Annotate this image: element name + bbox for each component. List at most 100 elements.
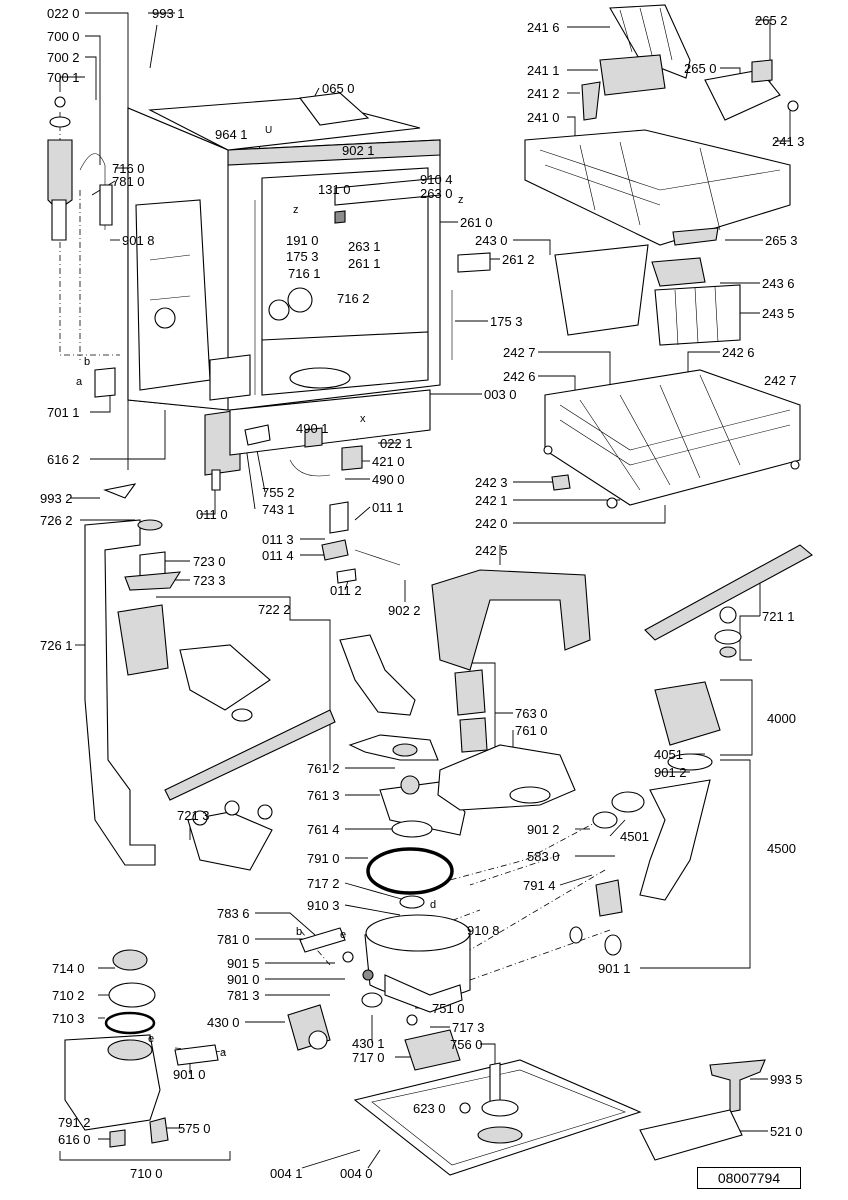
label-761-4: 761 4 <box>307 822 340 837</box>
label-241-1: 241 1 <box>527 63 560 78</box>
label-700-2: 700 2 <box>47 50 80 65</box>
letter-z-2: z <box>458 194 464 206</box>
letter-z: z <box>293 204 299 216</box>
lower-rack <box>543 369 801 509</box>
label-901-1: 901 1 <box>598 961 631 976</box>
inlet-valve-parts <box>47 96 116 398</box>
upper-rack-parts <box>524 4 799 346</box>
label-241-0: 241 0 <box>527 110 560 125</box>
label-723-0: 723 0 <box>193 554 226 569</box>
letter-b: b <box>84 356 90 368</box>
label-004-1: 004 1 <box>270 1166 303 1181</box>
label-901-8: 901 8 <box>122 233 155 248</box>
label-241-6: 241 6 <box>527 20 560 35</box>
letter-e-2: e <box>148 1033 154 1045</box>
label-261-2: 261 2 <box>502 252 535 267</box>
label-242-6b: 242 6 <box>503 369 536 384</box>
letter-u: U <box>265 125 272 136</box>
label-175-3b: 175 3 <box>490 314 523 329</box>
label-4051: 4051 <box>654 747 683 762</box>
drawing-number: 08007794 <box>697 1167 801 1189</box>
label-265-3: 265 3 <box>765 233 798 248</box>
conduit-pipes <box>339 634 576 838</box>
spray-tube <box>84 519 182 866</box>
label-421-0: 421 0 <box>372 454 405 469</box>
label-721-1: 721 1 <box>762 609 795 624</box>
label-910-3: 910 3 <box>307 898 340 913</box>
label-022-0: 022 0 <box>47 6 80 21</box>
label-430-0: 430 0 <box>207 1015 240 1030</box>
letter-x: x <box>360 413 366 425</box>
label-901-2a: 901 2 <box>654 765 687 780</box>
label-4000: 4000 <box>767 711 796 726</box>
label-902-2: 902 2 <box>388 603 421 618</box>
letter-d: d <box>430 899 436 911</box>
label-616-0: 616 0 <box>58 1132 91 1147</box>
letter-a-2: a <box>220 1047 227 1059</box>
label-241-3: 241 3 <box>772 134 805 149</box>
label-726-2: 726 2 <box>40 513 73 528</box>
label-902-1: 902 1 <box>342 143 375 158</box>
part-labels: 022 0 700 0 700 2 700 1 993 1 065 0 964 … <box>40 6 805 1181</box>
label-242-5: 242 5 <box>475 543 508 558</box>
spray-arms <box>164 544 813 871</box>
label-131-0: 131 0 <box>318 182 351 197</box>
label-993-5: 993 5 <box>770 1072 803 1087</box>
label-781-0b: 781 0 <box>217 932 250 947</box>
label-783-6: 783 6 <box>217 906 250 921</box>
label-242-6a: 242 6 <box>722 345 755 360</box>
label-726-1: 726 1 <box>40 638 73 653</box>
label-716-0: 716 0 <box>112 161 145 176</box>
label-700-0: 700 0 <box>47 29 80 44</box>
label-717-0: 717 0 <box>352 1050 385 1065</box>
label-901-5: 901 5 <box>227 956 260 971</box>
label-191-0: 191 0 <box>286 233 319 248</box>
label-717-3: 717 3 <box>452 1020 485 1035</box>
label-490-0: 490 0 <box>372 472 405 487</box>
label-791-0: 791 0 <box>307 851 340 866</box>
label-761-0: 761 0 <box>515 723 548 738</box>
label-242-0: 242 0 <box>475 516 508 531</box>
label-4501: 4501 <box>620 829 649 844</box>
label-751-0: 751 0 <box>432 1001 465 1016</box>
label-993-1: 993 1 <box>152 6 185 21</box>
label-241-2: 241 2 <box>527 86 560 101</box>
label-265-2: 265 2 <box>755 13 788 28</box>
label-430-1: 430 1 <box>352 1036 385 1051</box>
label-901-2b: 901 2 <box>527 822 560 837</box>
label-701-1: 701 1 <box>47 405 80 420</box>
letter-a: a <box>76 376 83 388</box>
label-521-0: 521 0 <box>770 1124 803 1139</box>
label-583-0: 583 0 <box>527 849 560 864</box>
label-901-0a: 901 0 <box>227 972 260 987</box>
label-716-1: 716 1 <box>288 266 321 281</box>
label-710-0: 710 0 <box>130 1166 163 1181</box>
label-716-2: 716 2 <box>337 291 370 306</box>
drain-parts <box>569 681 721 956</box>
label-022-1: 022 1 <box>380 436 413 451</box>
label-910-8: 910 8 <box>467 923 500 938</box>
water-softener <box>64 949 219 1148</box>
label-710-3: 710 3 <box>52 1011 85 1026</box>
label-261-1: 261 1 <box>348 256 381 271</box>
label-065-0: 065 0 <box>322 81 355 96</box>
label-263-0: 263 0 <box>420 186 453 201</box>
reference-letters: b a z z x U e b e d a <box>76 125 464 1059</box>
label-710-2: 710 2 <box>52 988 85 1003</box>
label-011-0: 011 0 <box>196 507 228 522</box>
label-791-2: 791 2 <box>58 1115 91 1130</box>
label-763-0: 763 0 <box>515 706 548 721</box>
letter-b-2: b <box>296 926 302 938</box>
label-261-0: 261 0 <box>460 215 493 230</box>
label-721-3: 721 3 <box>177 808 210 823</box>
letter-e: e <box>340 929 346 941</box>
label-722-2: 722 2 <box>258 602 291 617</box>
label-263-1: 263 1 <box>348 239 381 254</box>
label-490-1: 490 1 <box>296 421 329 436</box>
label-964-1: 964 1 <box>215 127 248 142</box>
label-011-2: 011 2 <box>330 583 362 598</box>
label-011-1: 011 1 <box>372 500 404 515</box>
label-243-5: 243 5 <box>762 306 795 321</box>
label-761-3: 761 3 <box>307 788 340 803</box>
